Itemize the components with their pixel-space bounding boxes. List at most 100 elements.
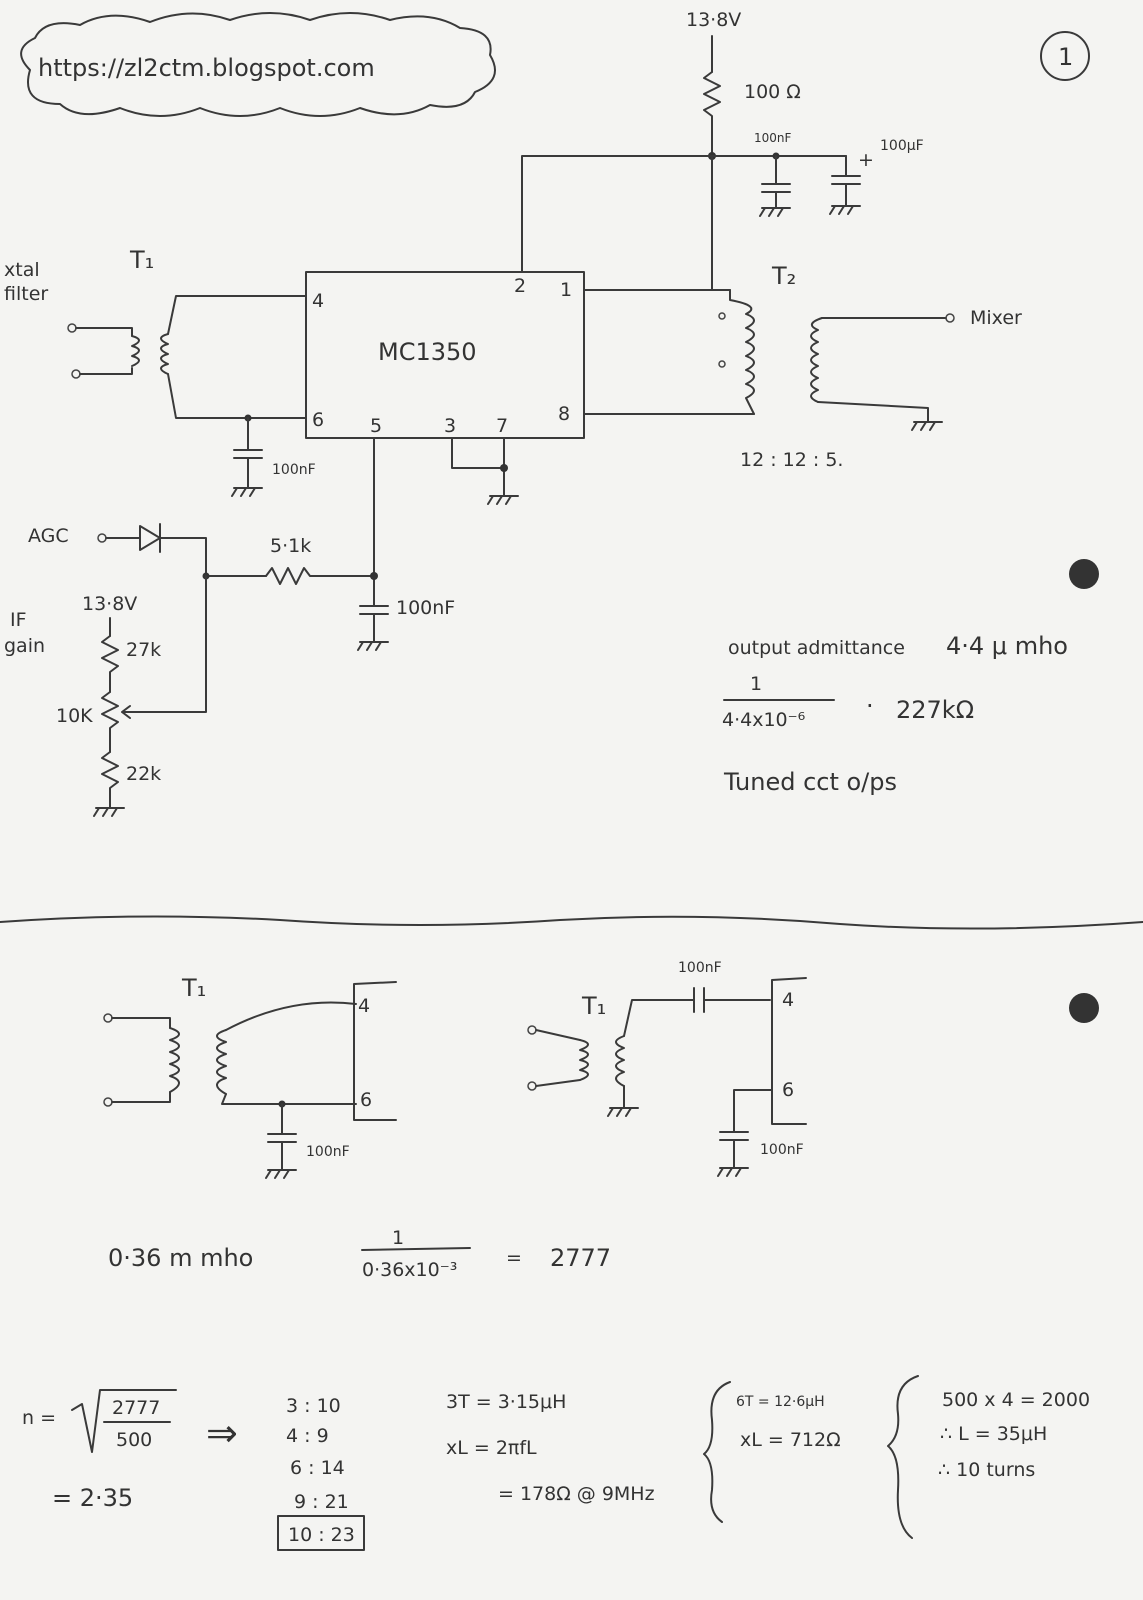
ground-symbol [829,205,861,215]
n-denominator: 500 [116,1429,152,1451]
agc-diode [139,523,161,553]
ground-symbol [487,495,519,505]
bottom-right-primary-coil [579,1039,589,1081]
fraction2-denominator: 0·36x10⁻³ [362,1259,457,1281]
calc-xl-value: = 178Ω @ 9MHz [498,1483,655,1505]
bottom-right-ic-outline [771,977,807,1125]
bottom-right-series-cap [693,987,705,1013]
input-admittance: 0·36 m mho [108,1244,253,1272]
pin-4: 4 [312,290,324,312]
t2-primary-coil [729,289,755,415]
calc-xl-formula: xL = 2πfL [446,1437,537,1459]
xtal-filter-label-2: filter [4,283,48,305]
fraction2-equals: = [506,1247,522,1269]
bottom-left-pin-6: 6 [360,1089,372,1111]
page-number: 1 [1058,43,1073,71]
pot-10k-label: 10K [56,705,93,727]
ic-mc1350-label: MC1350 [378,338,477,366]
bottom-left-pin-4: 4 [358,995,370,1017]
ground-symbol [607,1107,639,1117]
ratio-box [277,1515,365,1551]
resistor-27k-label: 27k [126,639,161,661]
pin-7: 7 [496,415,508,437]
t1-secondary-coil [160,333,169,375]
ratio-2: 4 : 9 [286,1425,329,1447]
fraction-equals: · [866,692,874,720]
pin-5: 5 [370,415,382,437]
bracket-left [703,1381,731,1523]
tuned-cct-label: Tuned cct o/ps [723,768,897,796]
ground-symbol [93,807,125,817]
pot-10k [101,691,119,753]
pin-1: 1 [560,279,572,301]
calc-10-turns: ∴ 10 turns [938,1459,1035,1481]
pin-8: 8 [558,403,570,425]
fraction-result: 227kΩ [896,696,974,724]
fraction2-numerator: 1 [392,1227,404,1249]
square-root-sign [71,1389,177,1453]
resistor-5k1-label: 5·1k [270,535,311,557]
fraction-denominator: 4·4x10⁻⁶ [722,709,805,731]
calc-500x4: 500 x 4 = 2000 [942,1389,1090,1411]
hole-punch [1069,993,1099,1023]
bottom-right-cap-label: 100nF [760,1142,804,1158]
n-label: n = [22,1407,56,1429]
resistor-5k1 [265,567,373,585]
xtal-filter-label-1: xtal [4,259,40,281]
bottom-left-cap-label: 100nF [306,1144,350,1160]
cap-100uf-polarity: + [858,149,874,171]
bottom-right-secondary-coil [615,1035,625,1087]
ground-symbol [717,1167,749,1177]
resistor-22k-label: 22k [126,763,161,785]
bottom-right-cap-top-label: 100nF [678,960,722,976]
n-numerator: 2777 [112,1397,160,1419]
mixer-label: Mixer [970,307,1022,329]
ground-symbol [759,207,791,217]
url-cloud [20,12,496,117]
t2-label: T₂ [771,262,796,290]
bottom-left-ic-outline [353,981,397,1121]
resistor-100-ohm [703,71,721,157]
calc-l-35uh: ∴ L = 35μH [940,1423,1047,1445]
n-result: = 2·35 [52,1484,133,1512]
bottom-right-pin-6: 6 [782,1079,794,1101]
t1-label: T₁ [129,246,154,274]
output-admittance-value: 4·4 μ mho [946,632,1068,660]
bottom-right-t1-label: T₁ [581,992,606,1020]
if-gain-label-2: gain [4,635,45,657]
ground-symbol [231,487,263,497]
resistor-27k [101,635,119,693]
fraction-numerator: 1 [750,673,762,695]
turns-ratio: 12 : 12 : 5. [740,449,843,471]
pot-wiper [121,575,207,719]
supply-voltage-label: 13·8V [686,9,741,31]
t2-secondary-coil [810,317,823,403]
pin-3: 3 [444,415,456,437]
ratio-1: 3 : 10 [286,1395,341,1417]
calc-xl-712: xL = 712Ω [740,1429,841,1451]
resistor-22k [101,751,119,809]
calc-3t: 3T = 3·15μH [446,1391,566,1413]
ground-symbol [357,641,389,651]
ic-mc1350 [305,271,585,439]
bracket-right [887,1375,919,1539]
fraction2-result: 2777 [550,1244,611,1272]
divider-line [0,915,1143,930]
if-supply-label: 13·8V [82,593,137,615]
bottom-left-t1-label: T₁ [181,974,206,1002]
output-admittance-label: output admittance [728,637,905,659]
ground-symbol [265,1169,297,1179]
page-number-circle [1040,31,1090,81]
resistor-100-ohm-label: 100 Ω [744,81,801,103]
pin-6: 6 [312,409,324,431]
cap-pin5-label: 100nF [396,597,455,619]
ratio-boxed: 10 : 23 [288,1524,355,1546]
ratio-4: 9 : 21 [294,1491,349,1513]
pin-2: 2 [514,275,526,297]
bottom-left-secondary-coil [216,1029,227,1095]
ratio-3: 6 : 14 [290,1457,345,1479]
bottom-left-primary-coil [169,1027,180,1093]
calc-6t: 6T = 12·6μH [736,1394,825,1410]
implies-arrow: ⇒ [206,1411,238,1455]
